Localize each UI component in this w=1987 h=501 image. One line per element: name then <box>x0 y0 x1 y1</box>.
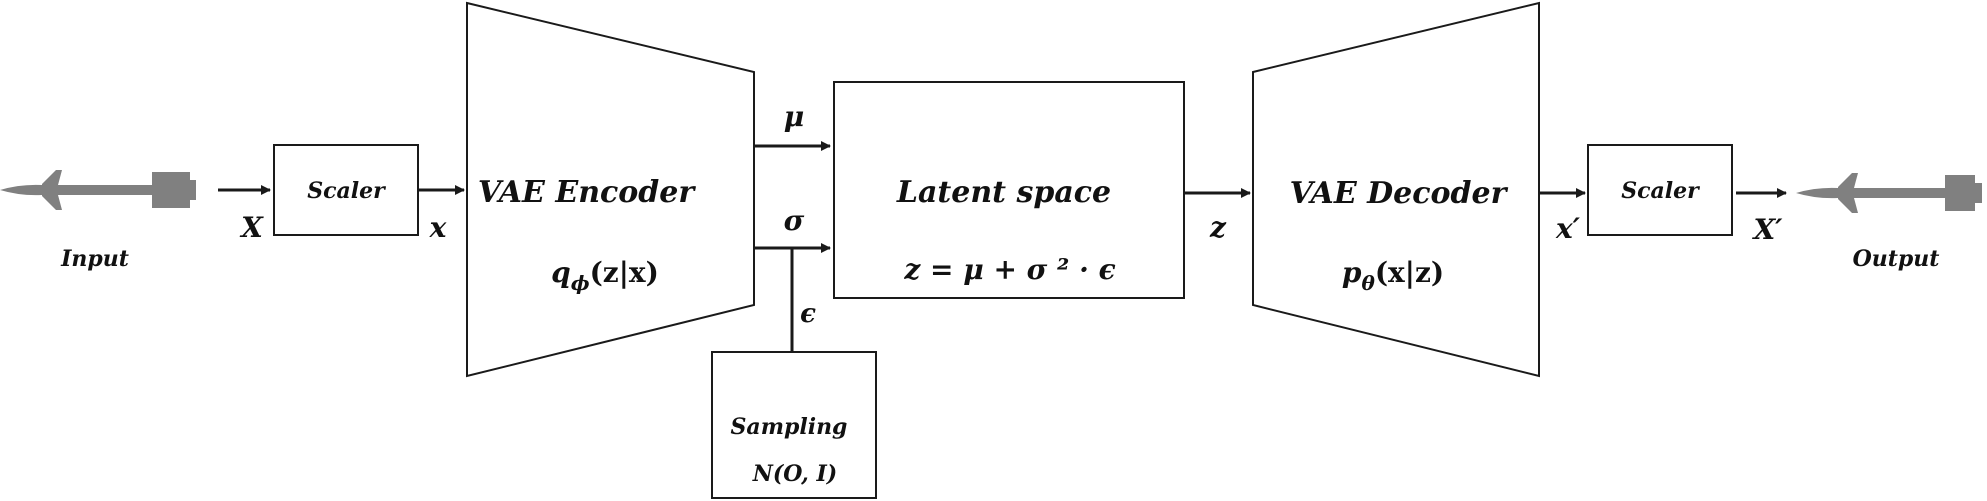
vae-decoder-block <box>1252 1 1540 378</box>
input-rocket-icon <box>0 170 196 210</box>
epsilon-symbol: ϵ <box>800 299 816 329</box>
output-label: Output <box>1853 246 1940 272</box>
decoder-title: VAE Decoder <box>1290 176 1509 211</box>
scaler-out-label: Scaler <box>1621 178 1700 204</box>
scaler-out-box <box>1587 144 1733 236</box>
reconstructed-scaled-symbol: x′ <box>1555 212 1581 245</box>
decoder-formula: pθ(x|z) <box>1342 256 1444 295</box>
sigma-symbol: σ <box>784 204 805 237</box>
sampling-formula: N(O, I) <box>752 461 837 487</box>
scaled-input-symbol: x <box>429 211 447 244</box>
mu-symbol: μ <box>784 100 805 133</box>
input-label: Input <box>60 246 129 272</box>
scaler-in-label: Scaler <box>307 178 386 204</box>
latent-space-box <box>833 81 1185 299</box>
latent-formula: z = μ + σ ² · ϵ <box>903 253 1115 286</box>
sampling-title: Sampling <box>731 414 848 440</box>
z-symbol: z <box>1209 211 1227 244</box>
input-symbol: X <box>239 211 264 244</box>
encoder-title: VAE Encoder <box>478 175 697 210</box>
encoder-formula: qϕ(z|x) <box>551 256 659 295</box>
output-rocket-icon <box>1796 173 1982 213</box>
latent-title: Latent space <box>896 175 1111 210</box>
vae-encoder-block <box>466 1 755 378</box>
sampling-box <box>711 351 877 499</box>
output-symbol: X′ <box>1751 213 1783 246</box>
